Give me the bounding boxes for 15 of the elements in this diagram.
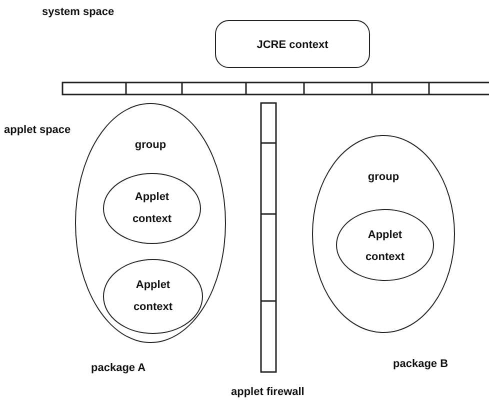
package-label: package A xyxy=(91,362,146,374)
node-label: Applet context xyxy=(364,228,406,265)
area-label: applet firewall xyxy=(231,386,304,398)
area-label: applet space xyxy=(4,124,71,136)
context-ellipse xyxy=(336,209,434,281)
context-ellipse xyxy=(103,173,201,244)
area-label: system space xyxy=(42,6,114,18)
node-label: Applet context xyxy=(131,190,173,227)
rounded-box xyxy=(215,20,370,68)
node-label: group xyxy=(366,170,400,185)
node-label: JCRE context xyxy=(256,38,330,53)
node-label: group xyxy=(134,138,168,153)
node-label: Applet context xyxy=(132,278,174,315)
context-ellipse xyxy=(103,259,203,334)
package-label: package B xyxy=(393,358,448,370)
